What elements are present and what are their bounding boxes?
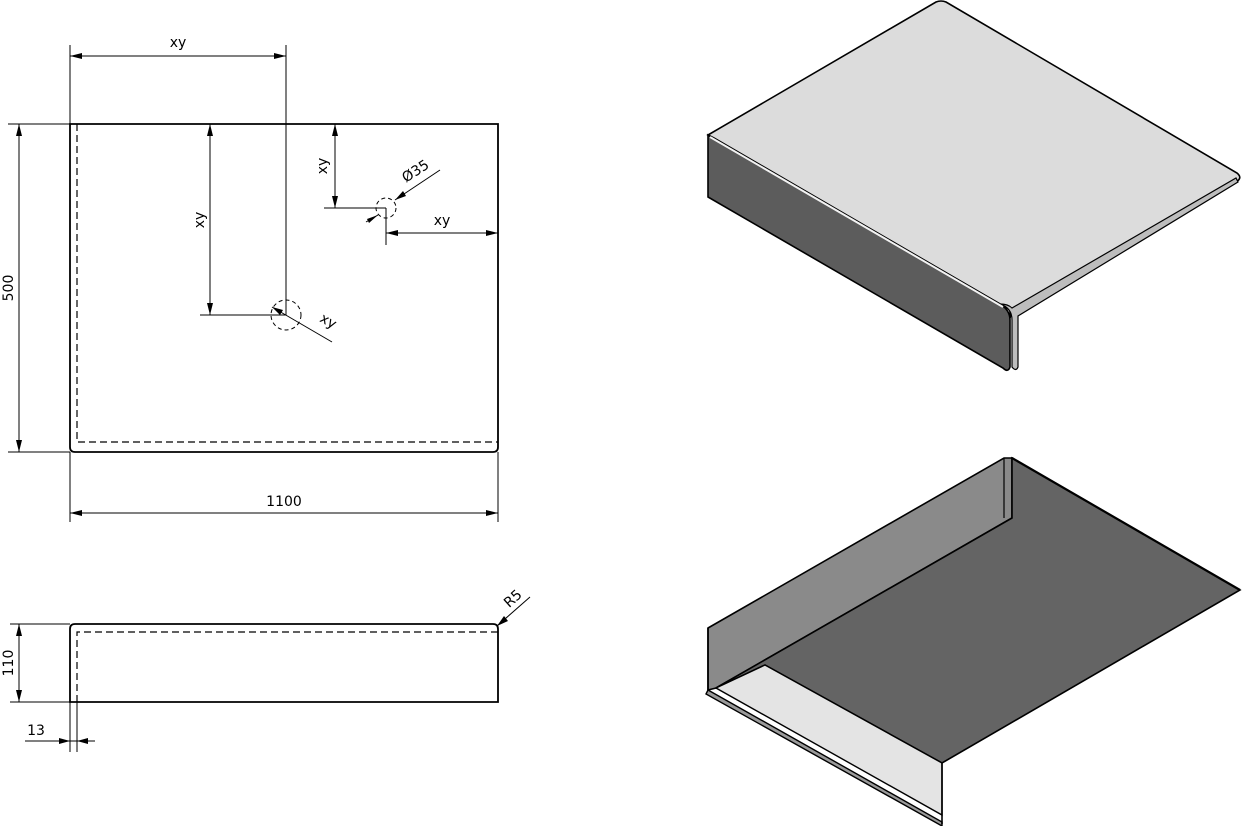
arrowhead xyxy=(386,230,398,236)
dim-small-hole-x-label: xy xyxy=(434,213,451,229)
side-view-outline xyxy=(69,623,499,703)
arrowhead xyxy=(16,440,22,452)
arrowhead xyxy=(332,196,338,208)
hidden-inner-line xyxy=(76,631,498,702)
arrowhead xyxy=(395,191,406,200)
side-view: 110 13 R5 xyxy=(1,587,531,752)
dim-hole-x-label: xy xyxy=(170,35,187,51)
iso-front-face xyxy=(707,133,1011,372)
arrowhead xyxy=(70,510,82,516)
dim-width-label: 1100 xyxy=(266,494,302,510)
arrowhead xyxy=(70,53,82,59)
arrowhead xyxy=(272,307,283,315)
arrowhead xyxy=(59,738,70,744)
dim-hole-diameter-label: xy xyxy=(317,310,339,332)
dim-small-hole-diameter-label: Ø35 xyxy=(399,157,432,186)
hidden-fold-line xyxy=(76,124,498,443)
isometric-view-top xyxy=(706,0,1241,372)
top-view: 1100 500 xy xy xy xy xyxy=(1,35,499,522)
dim-small-hole-y-label: xy xyxy=(315,158,331,175)
arrowhead xyxy=(332,124,338,136)
arrowhead xyxy=(486,510,498,516)
dim-radius-label: R5 xyxy=(501,587,526,611)
dim-hole-y-label: xy xyxy=(192,212,208,229)
iso-top-face xyxy=(706,0,1241,319)
leader-line xyxy=(271,306,333,343)
arrowhead xyxy=(16,690,22,702)
iso-edge-highlight xyxy=(709,136,1004,308)
arrowhead xyxy=(207,303,213,315)
arrowhead xyxy=(486,230,498,236)
dim-side-height-label: 110 xyxy=(1,650,17,677)
arrowhead xyxy=(497,616,508,626)
iso-front-plate xyxy=(705,689,943,826)
arrowhead xyxy=(367,215,378,223)
arrowhead xyxy=(274,53,286,59)
isometric-view-bottom xyxy=(705,456,1242,826)
iso-bend-edge xyxy=(999,177,1239,371)
arrowhead xyxy=(16,624,22,636)
arrowhead xyxy=(207,124,213,136)
top-view-outline xyxy=(69,123,499,453)
arrowhead xyxy=(16,124,22,136)
iso-rim-edge xyxy=(1011,457,1241,591)
arrowhead xyxy=(77,738,88,744)
dim-height-label: 500 xyxy=(1,275,17,302)
dim-thickness-label: 13 xyxy=(27,723,45,739)
